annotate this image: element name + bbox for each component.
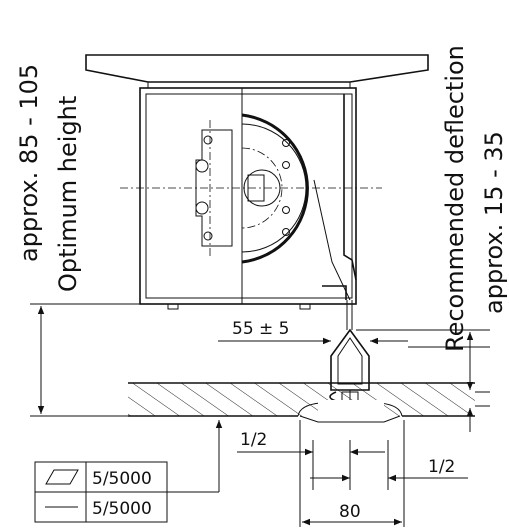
deflection-dimension [356, 329, 490, 432]
floor-slab [128, 382, 475, 423]
tolerance-row-1-value: 5/5000 [92, 469, 152, 489]
bracket [195, 120, 290, 258]
bottom-dimensions [237, 420, 468, 527]
half-left-label: 1/2 [240, 430, 267, 450]
tolerance-table: 5/5000 5/5000 [34, 461, 168, 523]
cable-guide [313, 94, 357, 330]
recommended-deflection-label: Recommended deflection [441, 45, 469, 352]
optimum-height-label: Optimum height [54, 96, 82, 292]
housing [139, 87, 357, 310]
spring-drum [120, 113, 382, 264]
top-plate [85, 54, 429, 88]
width-dimension-label: 80 [339, 502, 361, 522]
gap-dimension-label: 55 ± 5 [232, 319, 290, 339]
flatness-symbol-icon [45, 469, 79, 485]
optimum-height-dimension [30, 303, 140, 417]
optimum-height-range-label: approx. 85 - 105 [15, 64, 43, 262]
half-right-label: 1/2 [428, 457, 455, 477]
tolerance-row-2-value: 5/5000 [92, 499, 152, 519]
deflection-range-label: approx. 15 - 35 [480, 131, 508, 314]
tolerance-leader [167, 420, 223, 493]
